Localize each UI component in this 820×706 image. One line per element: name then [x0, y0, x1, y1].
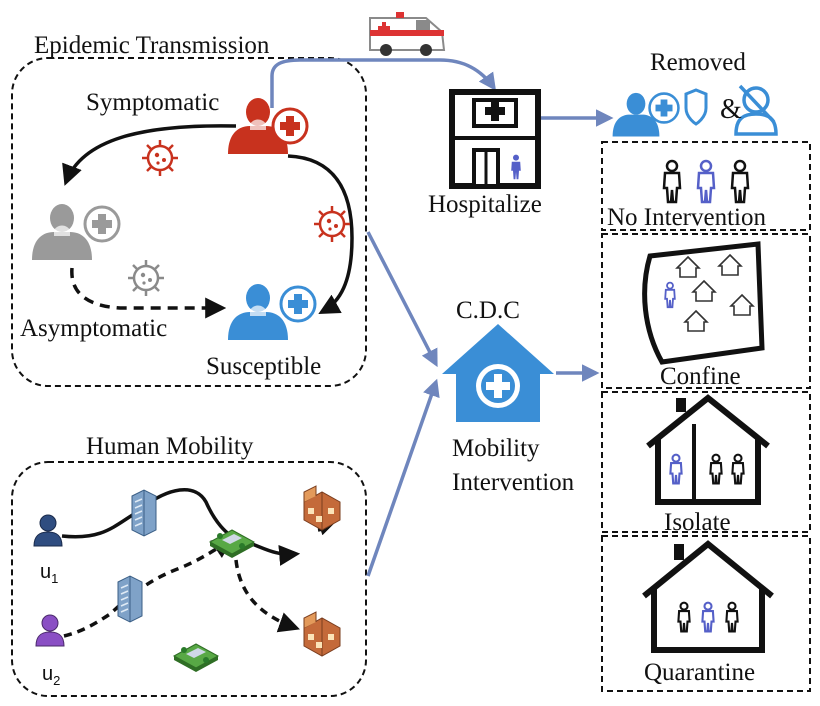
ambulance-icon — [369, 12, 446, 56]
removed-patient-icon — [612, 88, 708, 137]
shops-icon — [303, 485, 341, 531]
user-u1-label: u1 — [40, 562, 58, 585]
epidemic-transmission-title: Epidemic Transmission — [34, 32, 270, 59]
hospitalize-label: Hospitalize — [428, 191, 542, 218]
quarantine-box — [601, 535, 811, 692]
susceptible-label: Susceptible — [206, 353, 322, 380]
cdc-label: C.D.C — [456, 297, 520, 324]
mobility-label: Mobility — [452, 435, 540, 462]
park-icon — [173, 643, 219, 673]
confine-box — [601, 233, 811, 389]
user-u2-label: u2 — [42, 664, 60, 687]
isolate-box — [601, 391, 811, 533]
no-intervention-label: No Intervention — [607, 204, 766, 231]
arrow-asymptomatic-to-susceptible — [70, 267, 227, 319]
arrow-symptomatic-to-susceptible — [287, 154, 354, 315]
intervention-label: Intervention — [452, 469, 575, 496]
virus-icon — [126, 258, 166, 298]
mobility-box — [11, 461, 367, 697]
hospital-icon — [449, 89, 541, 189]
shops-icon — [303, 611, 341, 657]
arrow-epidemic-to-cdc — [366, 231, 438, 368]
confine-label: Confine — [660, 363, 741, 390]
trajectory-u2-branch — [234, 559, 300, 633]
user-u2-avatar — [35, 614, 65, 647]
user-u2-subscript: 2 — [53, 673, 61, 688]
user-u1-letter: u — [40, 561, 52, 583]
removed-label: Removed — [650, 49, 746, 76]
virus-icon — [312, 204, 352, 244]
human-mobility-title: Human Mobility — [86, 433, 254, 460]
park-icon — [209, 529, 255, 559]
deceased-icon — [734, 84, 778, 136]
isolate-label: Isolate — [664, 509, 731, 536]
removed-ampersand: & — [720, 94, 742, 125]
no-intervention-people — [662, 159, 750, 204]
asymptomatic-patient-icon — [32, 204, 121, 260]
confine-region-icon — [642, 241, 765, 365]
susceptible-patient-icon — [228, 284, 317, 340]
quarantine-label: Quarantine — [644, 659, 756, 686]
symptomatic-patient-icon — [228, 98, 309, 154]
arrow-mobility-to-cdc — [366, 378, 440, 577]
symptomatic-label: Symptomatic — [86, 89, 220, 116]
isolate-house-icon — [646, 394, 770, 505]
trajectory-u2 — [63, 537, 234, 638]
cdc-house-icon — [442, 324, 554, 422]
user-u1-avatar — [33, 514, 63, 547]
arrow-to-hospital — [270, 58, 497, 108]
user-u1-subscript: 1 — [51, 571, 59, 586]
office-building-icon — [117, 575, 143, 623]
epidemic-box — [11, 57, 367, 387]
office-building-icon — [131, 489, 157, 537]
no-intervention-box — [601, 141, 811, 231]
arrow-symptomatic-to-asymptomatic — [62, 124, 237, 186]
trajectory-u1 — [61, 488, 301, 566]
asymptomatic-label: Asymptomatic — [20, 315, 168, 342]
quarantine-house-icon — [642, 540, 774, 653]
virus-icon — [140, 138, 180, 178]
user-u2-letter: u — [42, 663, 54, 685]
